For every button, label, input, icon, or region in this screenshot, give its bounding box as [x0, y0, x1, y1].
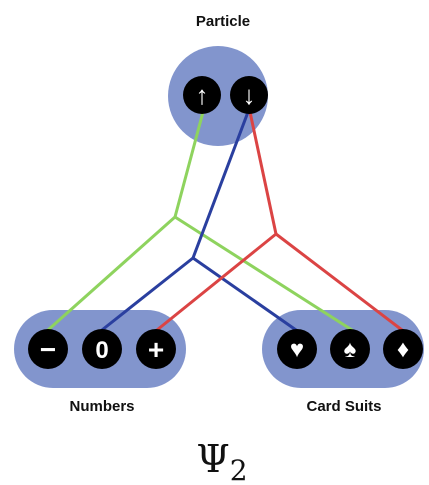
svg-text:0: 0 — [95, 337, 108, 364]
particle-label: Particle — [196, 13, 250, 30]
svg-text:♥: ♥ — [290, 336, 304, 363]
svg-text:+: + — [148, 334, 164, 365]
psi-symbol: Ψ — [196, 437, 229, 481]
svg-text:↑: ↑ — [196, 80, 209, 110]
svg-text:♦: ♦ — [397, 336, 409, 363]
red-connection — [274, 232, 404, 332]
arrow-up-icon: ↑ — [183, 76, 221, 114]
svg-text:↓: ↓ — [243, 80, 256, 110]
zero-icon: 0 — [82, 329, 122, 369]
card-suits-label: Card Suits — [306, 398, 381, 415]
psi-subscript: 2 — [230, 454, 248, 485]
psi-label: Ψ2 — [196, 437, 247, 485]
svg-text:♠: ♠ — [344, 336, 357, 363]
svg-text:−: − — [40, 334, 56, 365]
diamond-icon: ♦ — [383, 329, 423, 369]
blue-connection — [191, 256, 298, 332]
minus-icon: − — [28, 329, 68, 369]
arrow-down-icon: ↓ — [230, 76, 268, 114]
plus-icon: + — [136, 329, 176, 369]
spade-icon: ♠ — [330, 329, 370, 369]
heart-icon: ♥ — [277, 329, 317, 369]
numbers-label: Numbers — [69, 398, 134, 415]
green-connection — [173, 215, 354, 332]
